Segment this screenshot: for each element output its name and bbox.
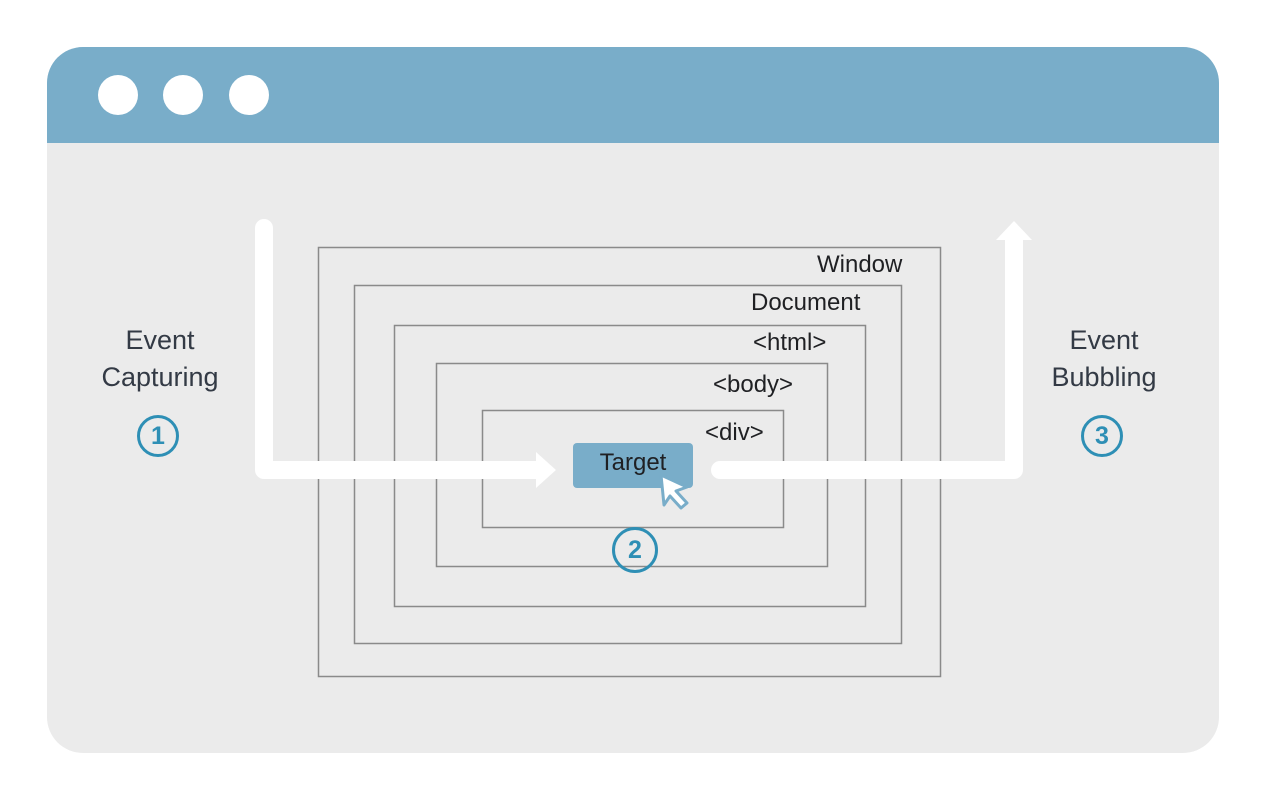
div-layer-label: <div> [705, 419, 764, 446]
bubbling-label-line2: Bubbling [1051, 362, 1157, 392]
window-control-dot[interactable] [98, 75, 138, 115]
title-bar [47, 47, 1219, 143]
window-control-dot[interactable] [163, 75, 203, 115]
bubbling-label: Event Bubbling [1004, 322, 1204, 396]
step-2-badge: 2 [612, 527, 658, 573]
capturing-arrow [255, 219, 549, 479]
capturing-label-line2: Capturing [101, 362, 219, 392]
window-control-dot[interactable] [229, 75, 269, 115]
html-layer-label: <html> [753, 329, 827, 356]
window-layer-label: Window [817, 251, 903, 278]
bubbling-arrow [711, 227, 1023, 479]
target-element[interactable]: Target [573, 443, 693, 488]
step-3-badge: 3 [1081, 415, 1123, 457]
capturing-label: Event Capturing [60, 322, 260, 396]
bubbling-arrowhead [996, 221, 1032, 240]
capturing-arrowhead [536, 452, 556, 488]
target-cursor-icon [659, 473, 689, 510]
body-layer-label: <body> [713, 371, 794, 398]
capturing-label-line1: Event [125, 325, 195, 355]
bubbling-label-line1: Event [1069, 325, 1139, 355]
step-1-badge: 1 [137, 415, 179, 457]
document-layer-label: Document [751, 289, 861, 316]
browser-window [47, 47, 1219, 753]
